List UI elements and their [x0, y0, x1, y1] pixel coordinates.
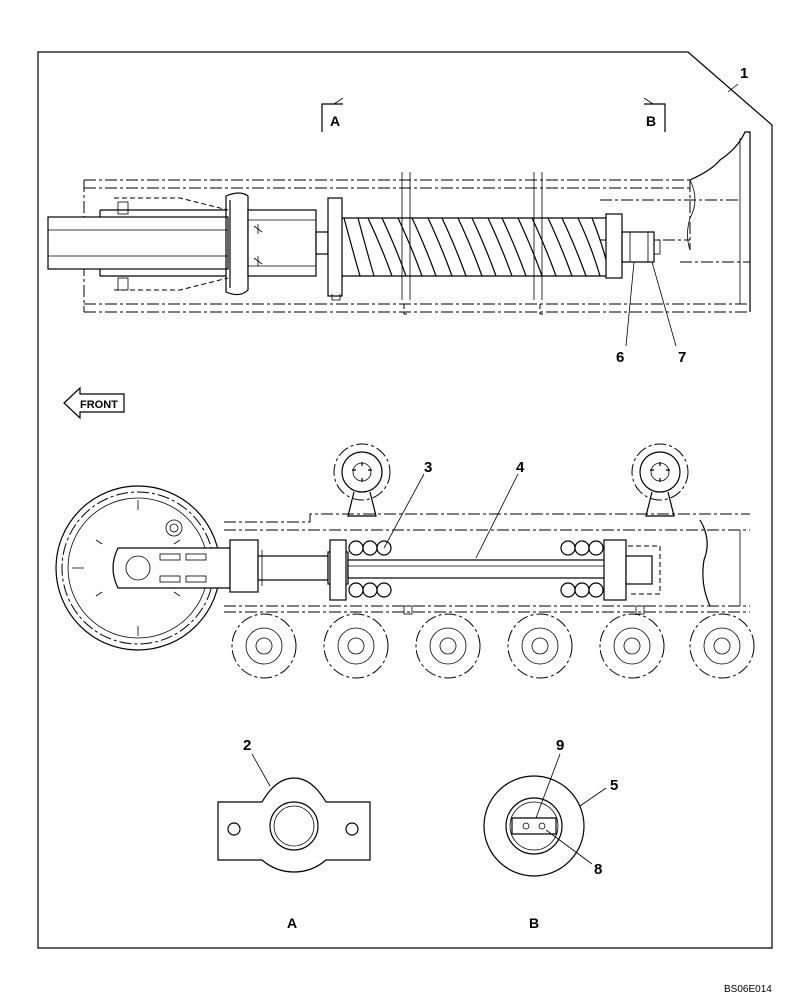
- callout-1-leader: [727, 83, 739, 93]
- top-view: [47, 131, 751, 347]
- callout-3: 3: [424, 459, 432, 476]
- idler-wheel: [55, 485, 231, 651]
- callout-2-leader: [251, 753, 271, 787]
- callout-9: 9: [556, 737, 564, 754]
- svg-text:A: A: [330, 113, 340, 129]
- section-marker-a: A: [321, 97, 344, 132]
- callout-9-leader: [535, 753, 561, 819]
- callout-7: 7: [678, 349, 686, 366]
- side-view: [55, 443, 755, 679]
- callout-5-leader: [579, 787, 607, 807]
- callout-4: 4: [516, 459, 525, 476]
- callout-1: 1: [740, 65, 748, 82]
- callout-6: 6: [616, 349, 624, 366]
- recoil-spring-top: [342, 217, 620, 277]
- section-marker-b: B: [643, 97, 666, 132]
- callout-3-leader: [383, 473, 425, 549]
- callout-8: 8: [594, 861, 602, 878]
- callout-2: 2: [243, 737, 251, 754]
- detail-a-plate: [217, 753, 371, 873]
- carrier-roller-left: [333, 443, 391, 517]
- view-label-a: A: [287, 915, 297, 931]
- callout-6-leader: [625, 261, 635, 347]
- callout-4-leader: [475, 473, 519, 559]
- detail-b-cap: [483, 753, 607, 877]
- track-rollers: [231, 613, 755, 679]
- svg-text:B: B: [646, 113, 656, 129]
- drawing-frame: [37, 51, 773, 949]
- recoil-spring-side: [348, 540, 604, 598]
- front-arrow: FRONT: [63, 386, 125, 420]
- carrier-roller-right: [631, 443, 689, 517]
- svg-text:FRONT: FRONT: [80, 399, 118, 411]
- drawing-code: BS06E014: [724, 984, 772, 995]
- callout-8-leader: [545, 829, 593, 865]
- callout-5: 5: [610, 777, 618, 794]
- callout-7-leader: [651, 261, 677, 347]
- view-label-b: B: [529, 915, 539, 931]
